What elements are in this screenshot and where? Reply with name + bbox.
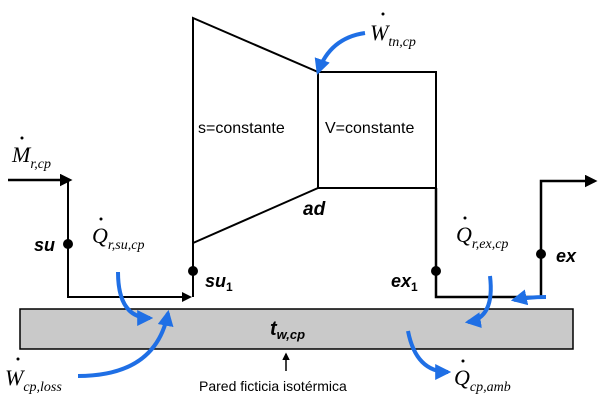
heat-ex-label: Qr,ex,cp bbox=[456, 222, 508, 252]
heat-ex-dot bbox=[463, 216, 467, 220]
heat-amb-dot bbox=[461, 359, 465, 363]
isentropic-zone-label: s=constante bbox=[198, 120, 285, 137]
point-ex1-label: ex1 bbox=[391, 271, 418, 294]
work-loss-label: Wcp,loss bbox=[5, 365, 62, 395]
mass-flow-dot bbox=[20, 136, 24, 140]
internal-work-arrow bbox=[314, 31, 366, 76]
isochoric-zone-label: V=constante bbox=[325, 120, 415, 137]
point-ex-label: ex bbox=[556, 246, 577, 266]
point-ex1-marker bbox=[431, 266, 441, 276]
internal-work-label: Wtn,cp bbox=[370, 20, 416, 50]
heat-amb-arrow bbox=[406, 330, 452, 380]
point-ad-label: ad bbox=[303, 199, 326, 220]
heat-ex-arrow-short bbox=[510, 289, 547, 306]
heat-su-arrow bbox=[116, 271, 154, 326]
internal-work-dot bbox=[381, 12, 385, 16]
point-su-label: su bbox=[34, 235, 55, 255]
heat-su-dot bbox=[99, 217, 103, 221]
point-su-marker bbox=[63, 239, 73, 249]
isochoric-compression-shape bbox=[317, 71, 437, 189]
work-loss-dot bbox=[16, 357, 20, 361]
work-loss-arrow bbox=[77, 309, 174, 378]
heat-su-label: Qr,su,cp bbox=[92, 223, 144, 253]
wall-caption: Pared ficticia isotérmica bbox=[199, 378, 347, 394]
heat-ex-arrow bbox=[464, 275, 493, 329]
point-su1-marker bbox=[188, 266, 198, 276]
heat-amb-label: Qcp,amb bbox=[454, 365, 511, 395]
point-ex-marker bbox=[536, 249, 546, 259]
mass-flow-label: Mr,cp bbox=[11, 142, 51, 172]
point-su1-label: su1 bbox=[205, 271, 233, 294]
wall-temperature-label: tw,cp bbox=[270, 318, 305, 342]
supply-line bbox=[67, 180, 192, 302]
